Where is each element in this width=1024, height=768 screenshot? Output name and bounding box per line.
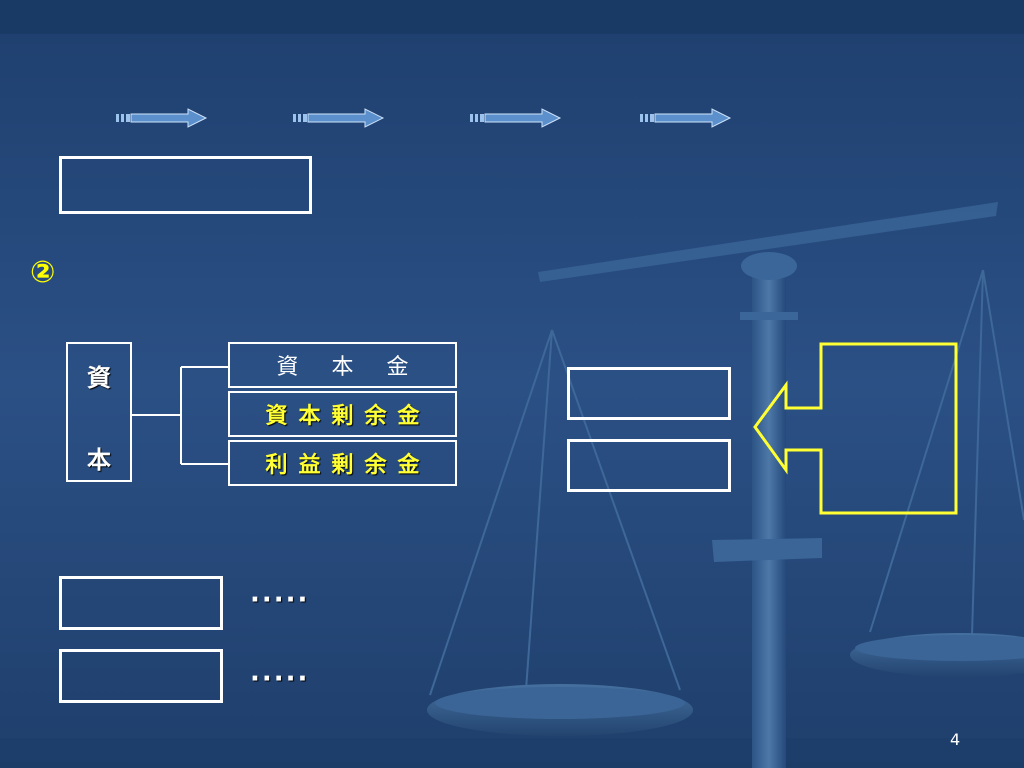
ellipsis-2: ····· <box>250 664 310 694</box>
bottom-box-2 <box>59 649 223 703</box>
flow-arrow-4 <box>640 108 732 128</box>
capital-box: 資 本 <box>66 342 132 482</box>
flow-arrow-3 <box>470 108 562 128</box>
item-capital-surplus: 資本剰余金 <box>228 391 457 437</box>
title-box <box>59 156 312 214</box>
circled-number: ② <box>30 255 56 290</box>
flow-arrow-2 <box>293 108 385 128</box>
flow-arrow-1 <box>116 108 208 128</box>
bottom-box-1 <box>59 576 223 630</box>
capital-char-2: 本 <box>87 446 111 474</box>
item-retained-earnings: 利益剰余金 <box>228 440 457 486</box>
page-number: 4 <box>950 730 961 749</box>
ellipsis-1: ····· <box>250 585 310 615</box>
item-capital-stock: 資本金 <box>228 342 457 388</box>
middle-box-2 <box>567 439 731 492</box>
capital-char-1: 資 <box>87 364 111 392</box>
middle-box-1 <box>567 367 731 420</box>
